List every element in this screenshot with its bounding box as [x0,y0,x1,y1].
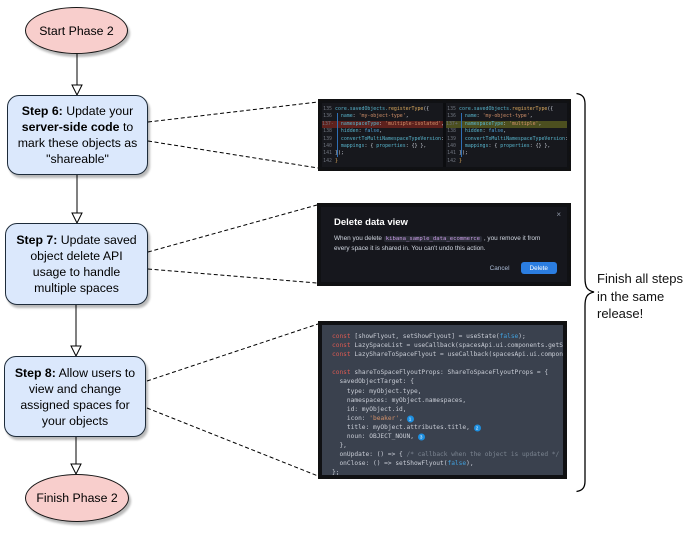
dialog-actions: Cancel Delete [490,262,557,274]
release-note: Finish all steps in the same release! [597,271,683,321]
connector-step6-panel-bottom [147,140,319,169]
connector-step7-panel-top [147,204,318,253]
finish-node-label: Finish Phase 2 [36,491,118,505]
arrow-step6-to-step7 [71,175,83,225]
arrow-step7-to-step8 [70,305,82,358]
arrow-start-to-step6 [71,54,83,97]
connector-step6-panel-top [147,101,319,123]
indent-guide [337,113,338,157]
cancel-button[interactable]: Cancel [489,264,510,272]
code-snippet-panel: const [showFlyout, setShowFlyout] = useS… [318,321,567,479]
step8-node: Step 8: Allow users to view and change a… [4,356,146,437]
curly-brace [576,92,595,493]
step7-label: Step 7: Update saved object delete API u… [16,233,137,295]
start-node-label: Start Phase 2 [39,23,114,38]
step8-label: Step 8: Allow users to view and change a… [14,365,136,428]
start-node: Start Phase 2 [25,7,128,54]
step7-node: Step 7: Update saved object delete API u… [5,223,148,305]
step6-node: Step 6: Update your server-side code to … [7,95,148,175]
dialog-title: Delete data view [334,217,408,228]
code-lines: const [showFlyout, setShowFlyout] = useS… [332,333,563,475]
delete-dialog: Delete data view × When you delete kiban… [321,207,567,282]
connector-step8-panel-bottom [146,407,319,477]
code-snippet: const [showFlyout, setShowFlyout] = useS… [322,325,563,475]
step6-label: Step 6: Update your server-side code to … [17,104,138,166]
indent-guide [461,113,462,157]
dialog-body: When you delete kibana_sample_data_ecomm… [334,235,541,252]
finish-node: Finish Phase 2 [25,474,129,522]
connector-step8-panel-top [146,323,319,382]
connector-step7-panel-bottom [147,268,318,284]
close-icon[interactable]: × [556,210,561,219]
delete-dialog-panel: Delete data view × When you delete kiban… [317,203,571,286]
arrow-step8-to-finish [70,437,82,476]
delete-button[interactable]: Delete [520,262,557,274]
